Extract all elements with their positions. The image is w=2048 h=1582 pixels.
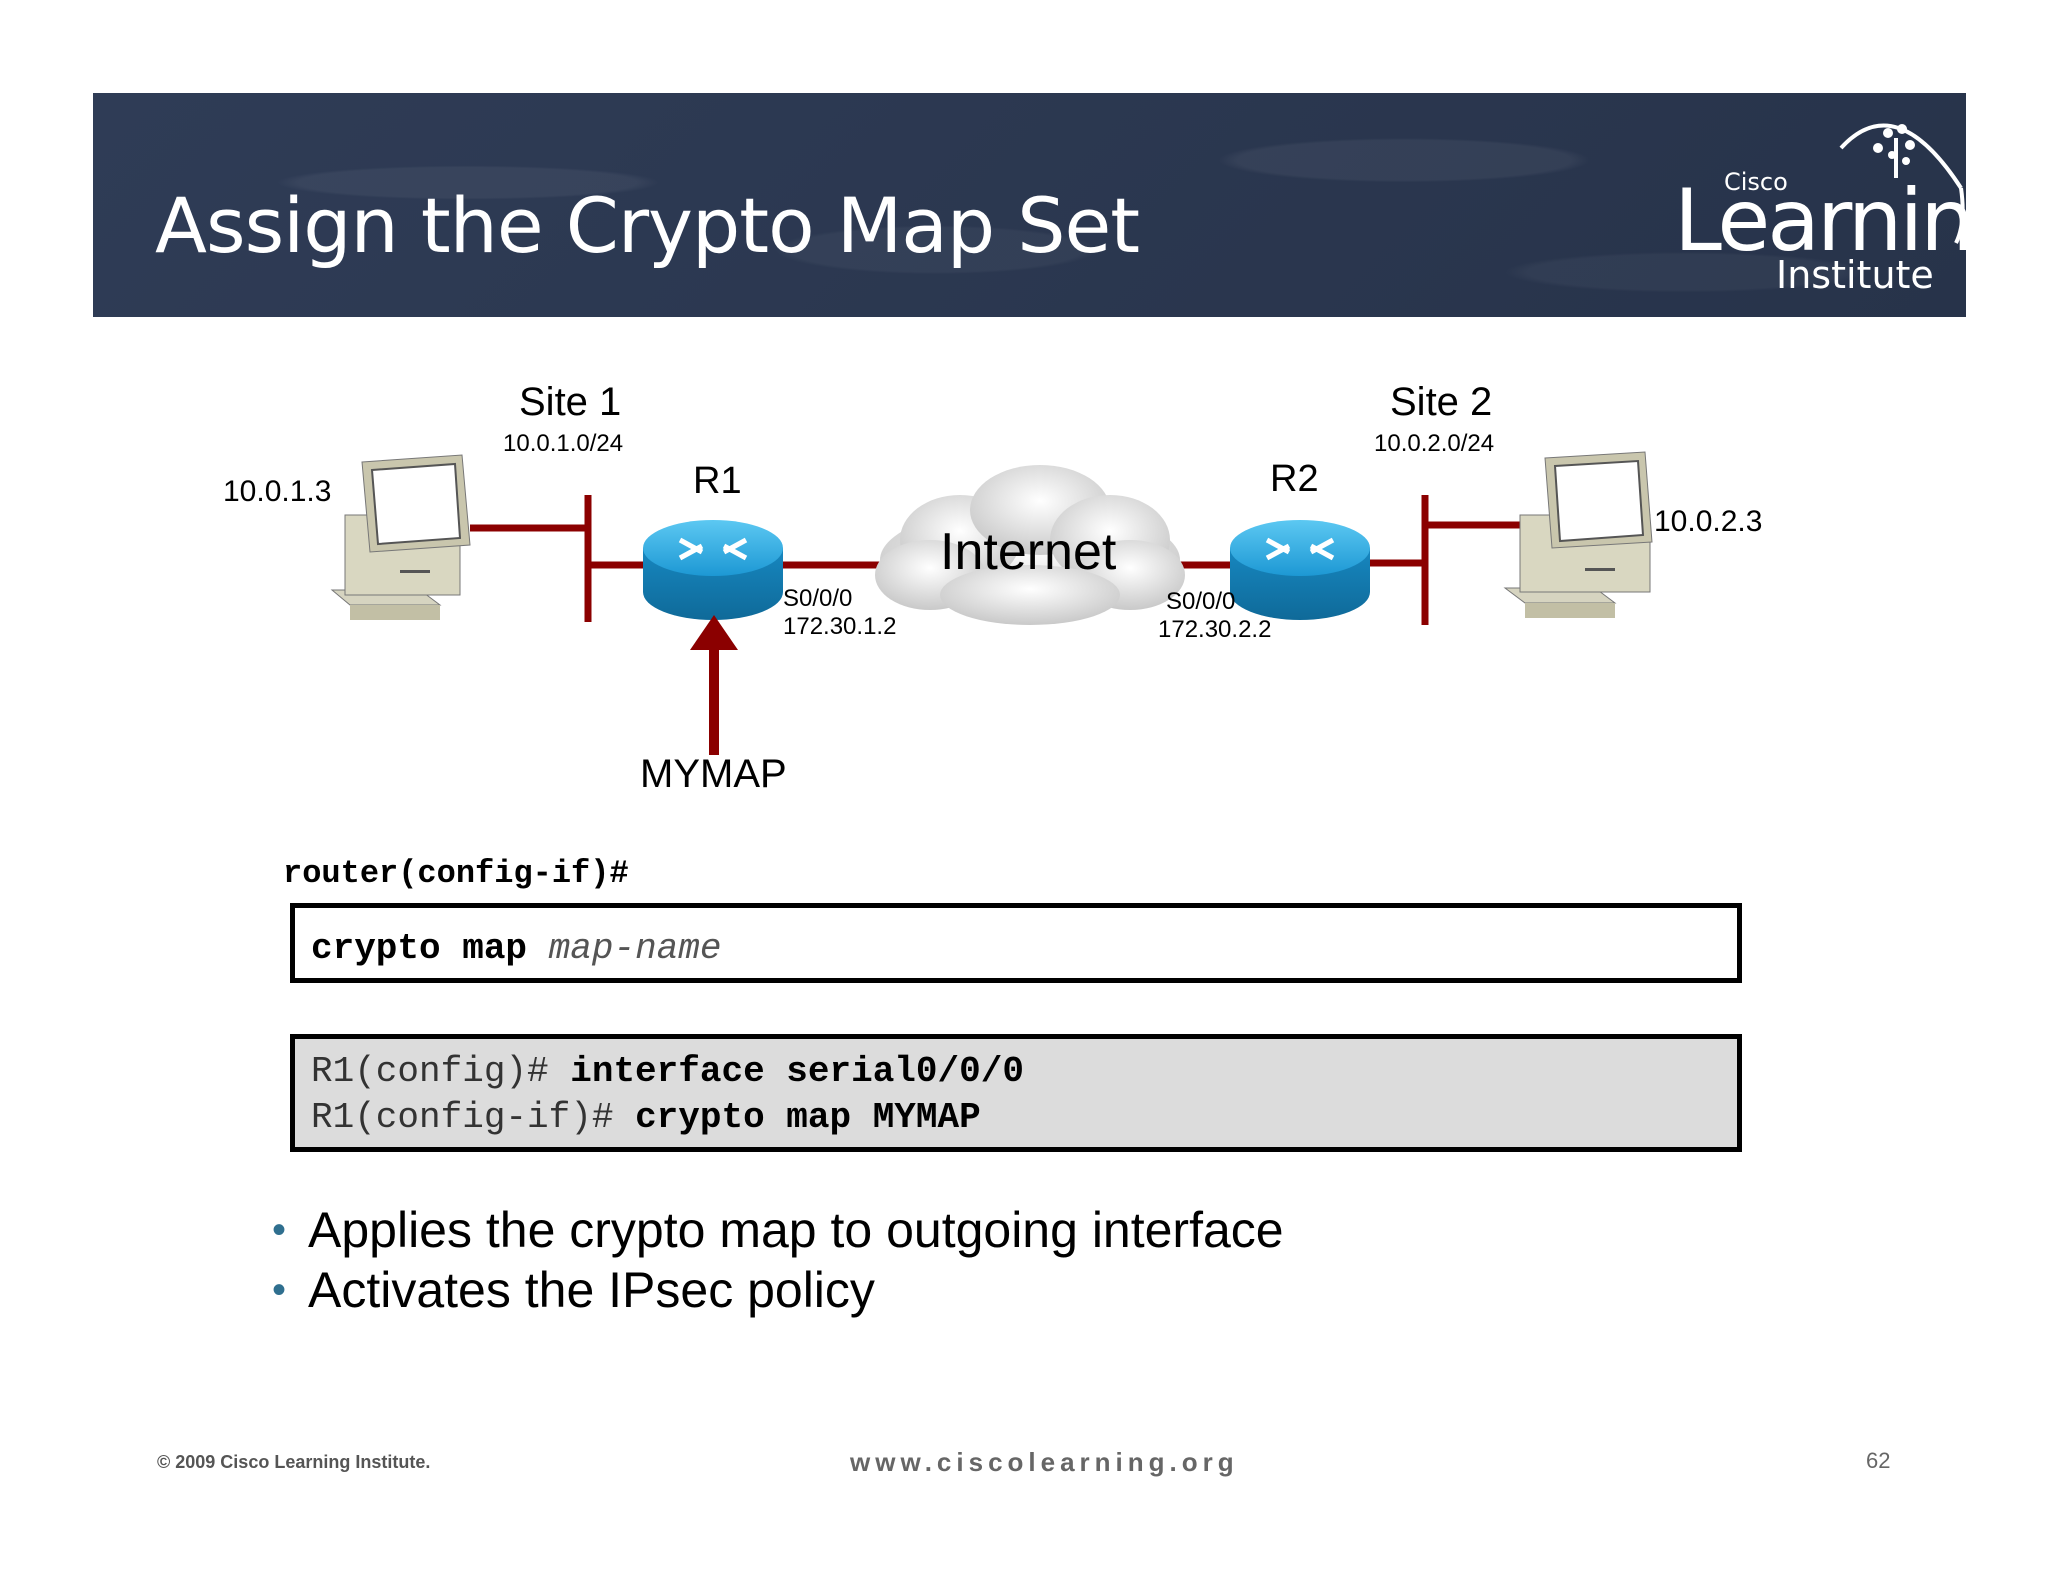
site1-host-ip: 10.0.1.3	[223, 475, 332, 508]
network-diagram: Site 1 10.0.1.0/24 10.0.1.3 Site 2 10.0.…	[0, 360, 2048, 830]
cisco-learning-institute-logo: Cisco Learning Institute	[1666, 93, 2026, 317]
mymap-label: MYMAP	[640, 752, 787, 796]
site1-label: Site 1	[519, 380, 622, 424]
internet-label: Internet	[940, 523, 1117, 581]
site1-network: 10.0.1.0/24	[503, 430, 624, 457]
example-line-1-prompt: R1(config)#	[311, 1051, 549, 1092]
logo-cisco-text: Cisco	[1724, 168, 1788, 196]
example-line-2-command: crypto map MYMAP	[635, 1097, 981, 1138]
page-number: 62	[1866, 1448, 1891, 1473]
slide-header: Assign the Crypto Map Set Cisco Learning…	[93, 93, 2026, 317]
topology-graphics	[330, 451, 1653, 755]
example-box: R1(config)# interface serial0/0/0 R1(con…	[290, 1034, 1742, 1152]
internet-cloud-icon	[875, 465, 1185, 625]
syntax-prompt: router(config-if)#	[283, 855, 629, 892]
example-line-1: R1(config)# interface serial0/0/0	[311, 1049, 1737, 1095]
footer-url: www.ciscolearning.org	[850, 1447, 1239, 1477]
logo-learning-text: Learning	[1674, 171, 2026, 271]
bullet-text: Applies the crypto map to outgoing inter…	[308, 1202, 1284, 1258]
mymap-arrow-icon	[690, 615, 738, 755]
example-line-2: R1(config-if)# crypto map MYMAP	[311, 1095, 1737, 1141]
lan-link-site2	[1360, 495, 1545, 625]
bullet-list: • Applies the crypto map to outgoing inte…	[268, 1200, 1284, 1320]
pc-site2-icon	[1503, 451, 1653, 618]
slide-title: Assign the Crypto Map Set	[155, 181, 1140, 270]
syntax-box: crypto map map-name	[290, 903, 1742, 983]
r2-interface-name: S0/0/0	[1166, 588, 1236, 615]
syntax-argument: map-name	[548, 928, 722, 969]
site2-label: Site 2	[1390, 380, 1493, 424]
bullet-dot-icon: •	[272, 1208, 287, 1252]
logo-institute-text: Institute	[1776, 253, 1934, 297]
router-r1-icon	[643, 520, 783, 620]
bullet-text: Activates the IPsec policy	[308, 1262, 875, 1318]
logo-tree-icon	[1839, 123, 1965, 244]
lan-link-site1	[470, 495, 660, 622]
example-line-2-prompt: R1(config-if)#	[311, 1097, 614, 1138]
router-r1-label: R1	[693, 460, 742, 502]
site2-host-ip: 10.0.2.3	[1654, 505, 1763, 538]
r2-interface-label: S0/0/0 172.30.2.2	[1158, 588, 1271, 644]
bullet-item: • Applies the crypto map to outgoing inte…	[268, 1200, 1284, 1260]
r1-interface-name: S0/0/0	[783, 585, 853, 612]
pc-site1-icon	[330, 454, 471, 620]
site2-network: 10.0.2.0/24	[1374, 430, 1495, 457]
router-r2-label: R2	[1270, 458, 1319, 500]
example-line-1-command: interface serial0/0/0	[570, 1051, 1024, 1092]
syntax-command: crypto map	[311, 928, 528, 969]
footer-copyright: © 2009 Cisco Learning Institute.	[157, 1452, 431, 1472]
r1-interface-label: S0/0/0 172.30.1.2	[783, 585, 896, 641]
r1-interface-ip: 172.30.1.2	[783, 613, 897, 640]
router-r2-icon	[1230, 520, 1370, 620]
r2-interface-ip: 172.30.2.2	[1158, 616, 1272, 643]
bullet-dot-icon: •	[272, 1268, 287, 1312]
bullet-item: • Activates the IPsec policy	[268, 1260, 1284, 1320]
